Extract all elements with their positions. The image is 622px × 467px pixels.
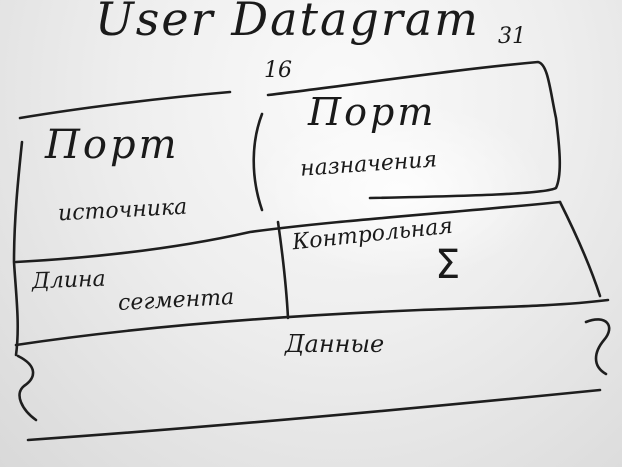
length-checksum-divider — [276, 220, 290, 320]
right-border-row2 — [558, 200, 602, 298]
source-port-label: Порт — [45, 122, 180, 168]
bit-label-start: 16 — [264, 58, 292, 83]
checksum-sigma-symbol: Σ — [435, 242, 461, 288]
data-label: Данные — [285, 330, 385, 358]
data-bottom-line — [26, 388, 602, 442]
length-label: Длина — [31, 266, 107, 295]
left-squiggle — [16, 354, 38, 422]
left-border — [12, 140, 24, 357]
right-squiggle — [584, 318, 611, 376]
header-top-left-line — [18, 90, 232, 120]
header-top-right-line — [266, 60, 562, 200]
diagram-title: User Datagram — [95, 0, 480, 46]
destination-port-label: Порт — [308, 90, 437, 134]
port-divider — [252, 112, 264, 212]
row-separator-1 — [14, 200, 562, 264]
bit-label-end: 31 — [498, 24, 526, 49]
row-separator-2 — [14, 298, 610, 347]
